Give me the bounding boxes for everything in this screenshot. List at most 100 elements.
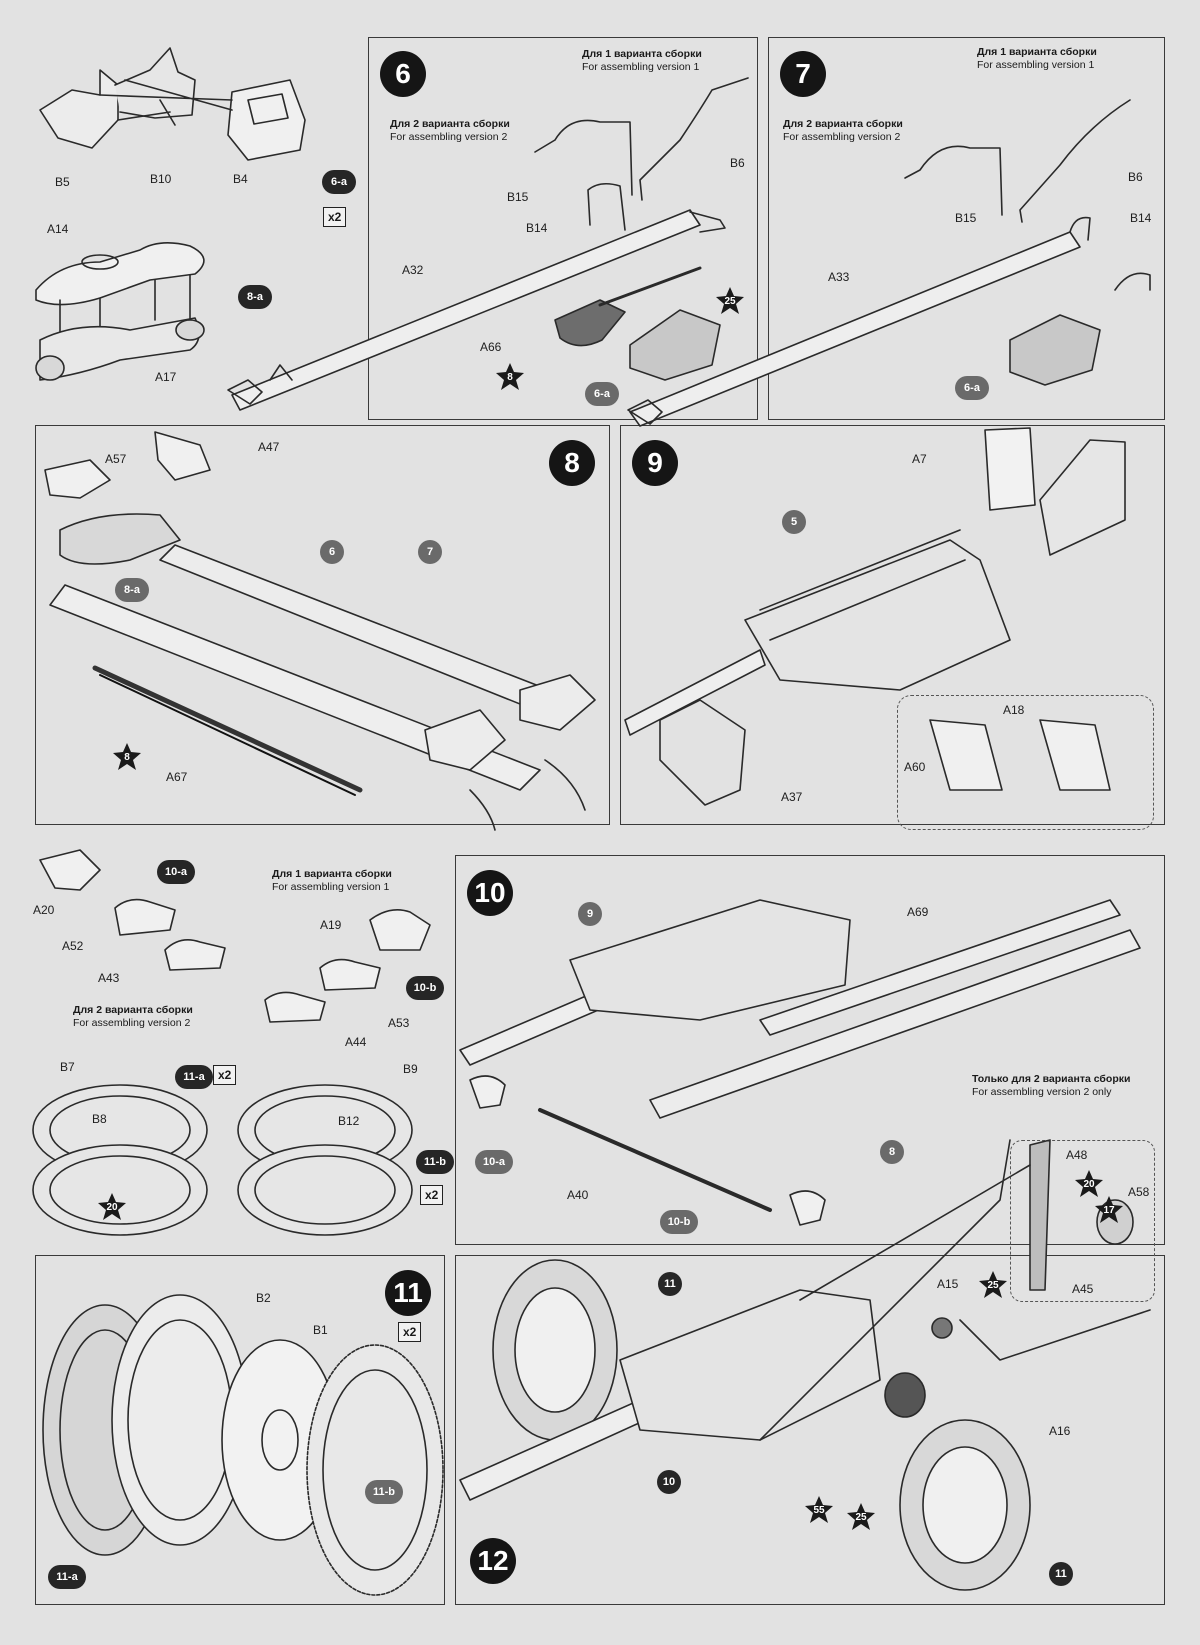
part-6a-drawing: [39, 47, 306, 161]
subassembly-6a-badge: 6-a: [322, 170, 356, 194]
paint-color-star-17-step12: 17: [1094, 1195, 1124, 1225]
subassembly-10a-badge: 10-a: [157, 860, 195, 884]
step-8-drawing: [44, 431, 596, 831]
subassembly-10-ref-step12: 10: [657, 1470, 681, 1494]
subassembly-6a-ref-step6: 6-a: [585, 382, 619, 406]
subassembly-10b-ref-step10: 10-b: [660, 1210, 698, 1234]
subassembly-11-ref-step12-right: 11: [1049, 1562, 1073, 1586]
paint-color-star-20-step12: 20: [1074, 1169, 1104, 1199]
step-number-12: 12: [470, 1538, 516, 1584]
part-label-a19: A19: [320, 918, 342, 932]
step-12-panel: [455, 1255, 1165, 1605]
step-number-11: 11: [385, 1270, 431, 1316]
paint-color-star-25-step6: 25: [715, 286, 745, 316]
part-label-a66: A66: [480, 340, 502, 354]
part-label-a33: A33: [828, 270, 850, 284]
subassembly-11b-ref-step11: 11-b: [365, 1480, 403, 1504]
quantity-x2-6a: x2: [323, 207, 347, 227]
part-10-drawing: [39, 849, 431, 1023]
part-label-a53: A53: [388, 1016, 410, 1030]
part-label-a67: A67: [166, 770, 188, 784]
step-10-panel: [455, 855, 1165, 1245]
part-label-b6-step6: B6: [730, 156, 745, 170]
version-2-only-inset: [1010, 1140, 1155, 1302]
paint-color-star-8-step8: 8: [112, 742, 142, 772]
part-label-a32: A32: [402, 263, 424, 277]
part-label-b10: B10: [150, 172, 172, 186]
part-label-a44: A44: [345, 1035, 367, 1049]
part-label-a48: A48: [1066, 1148, 1088, 1162]
part-label-b9: B9: [403, 1062, 418, 1076]
subassembly-10b-badge: 10-b: [406, 976, 444, 1000]
step-number-7: 7: [780, 51, 826, 97]
part-label-a52: A52: [62, 939, 84, 953]
part-label-a16: A16: [1049, 1424, 1071, 1438]
wheel-rim-drawing: [32, 1084, 413, 1236]
subassembly-11b-badge: 11-b: [416, 1150, 454, 1174]
step-12-drawing: [459, 1139, 1151, 1591]
subassembly-6a-ref-step7: 6-a: [955, 376, 989, 400]
quantity-x2-11: x2: [398, 1322, 422, 1342]
part-label-b2: B2: [256, 1291, 271, 1305]
part-label-a60: A60: [904, 760, 926, 774]
paint-color-star-55-step12: 55: [804, 1495, 834, 1525]
step-9-detail-inset: [897, 695, 1154, 830]
subassembly-9-ref-step10: 9: [578, 902, 602, 926]
part-label-a69: A69: [907, 905, 929, 919]
part-label-a7: A7: [912, 452, 927, 466]
quantity-x2-11b: x2: [420, 1185, 444, 1205]
part-label-b7: B7: [60, 1060, 75, 1074]
subassembly-7-ref-step8: 7: [418, 540, 442, 564]
paint-color-star-8-step6: 8: [495, 362, 525, 392]
part-label-b6-step7: B6: [1128, 170, 1143, 184]
subassembly-11a-ref-step11: 11-a: [48, 1565, 86, 1589]
part-label-b15-step7: B15: [955, 211, 977, 225]
subassembly-8a-ref-step8: 8-a: [115, 578, 149, 602]
part-label-b8: B8: [92, 1112, 107, 1126]
step-7-panel: [768, 37, 1165, 420]
step-number-10: 10: [467, 870, 513, 916]
paint-color-star-25-step12: 25: [978, 1270, 1008, 1300]
part-label-a18: A18: [1003, 703, 1025, 717]
quantity-x2-11a: x2: [213, 1065, 237, 1085]
part-label-a14: A14: [47, 222, 69, 236]
part-label-b5: B5: [55, 175, 70, 189]
part-label-b14-step7: B14: [1130, 211, 1152, 225]
part-label-b4: B4: [233, 172, 248, 186]
subassembly-10a-ref-step10: 10-a: [475, 1150, 513, 1174]
paint-color-star-20-rims: 20: [97, 1192, 127, 1222]
part-label-a43: A43: [98, 971, 120, 985]
step-number-9: 9: [632, 440, 678, 486]
subassembly-5-ref-step9: 5: [782, 510, 806, 534]
subassembly-11a-badge: 11-a: [175, 1065, 213, 1089]
part-label-a17: A17: [155, 370, 177, 384]
part-label-b14-step6: B14: [526, 221, 548, 235]
part-label-a15: A15: [937, 1277, 959, 1291]
part-label-b15-step6: B15: [507, 190, 529, 204]
subassembly-6-ref-step8: 6: [320, 540, 344, 564]
part-label-a37: A37: [781, 790, 803, 804]
subassembly-8a-badge: 8-a: [238, 285, 272, 309]
part-label-b12: B12: [338, 1114, 360, 1128]
part-label-a40: A40: [567, 1188, 589, 1202]
step-number-6: 6: [380, 51, 426, 97]
part-label-a47: A47: [258, 440, 280, 454]
part-label-a20: A20: [33, 903, 55, 917]
subassembly-11-ref-step12-left: 11: [658, 1272, 682, 1296]
part-8a-drawing: [35, 242, 205, 381]
step-9-drawing: [624, 427, 1126, 806]
step-11-drawing: [42, 1294, 444, 1596]
step-10-drawing: [459, 899, 1141, 1291]
part-label-a45: A45: [1072, 1282, 1094, 1296]
step-6-trail-drawing: [227, 77, 749, 411]
step-9-panel: [620, 425, 1165, 825]
part-label-b1: B1: [313, 1323, 328, 1337]
step-7-trail-drawing: [627, 99, 1151, 427]
step-8-panel: [35, 425, 610, 825]
